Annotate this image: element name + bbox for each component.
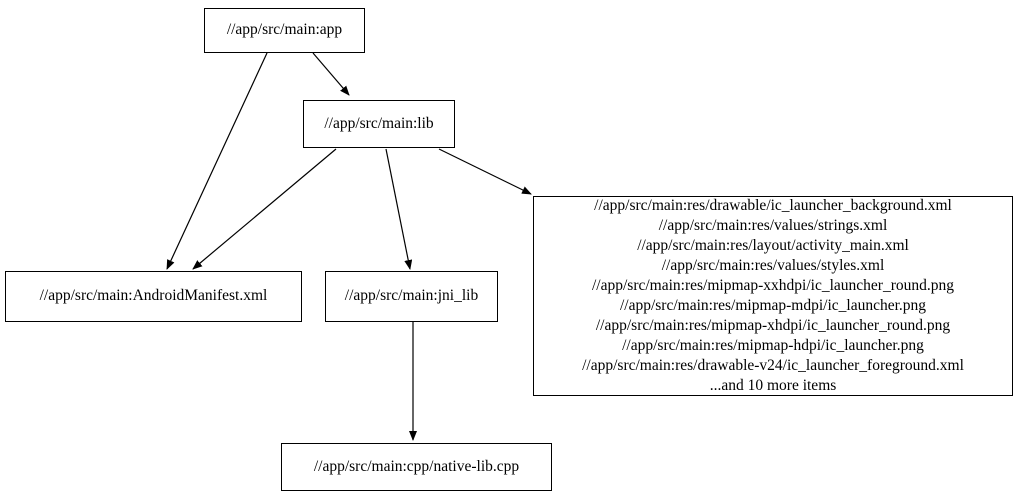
edge-lib-to-res — [438, 148, 532, 195]
node-jni-lib-label: //app/src/main:jni_lib — [344, 287, 479, 305]
node-lib-label: //app/src/main:lib — [324, 114, 434, 132]
res-file-line: //app/src/main:res/mipmap-xhdpi/ic_launc… — [595, 317, 951, 334]
node-app-label: //app/src/main:app — [226, 21, 343, 39]
res-file-line: //app/src/main:res/layout/activity_main.… — [637, 237, 909, 254]
res-file-line: //app/src/main:res/mipmap-xxhdpi/ic_laun… — [591, 277, 954, 294]
res-file-more-items: ...and 10 more items — [709, 377, 837, 394]
node-native-lib-cpp: //app/src/main:cpp/native-lib.cpp — [281, 443, 552, 491]
edge-app-to-lib — [312, 52, 350, 96]
edge-lib-to-jni-lib — [385, 148, 413, 270]
edge-lib-to-manifest — [192, 148, 337, 270]
res-file-line: //app/src/main:res/drawable/ic_launcher_… — [594, 197, 952, 214]
res-file-line: //app/src/main:res/drawable-v24/ic_launc… — [582, 357, 964, 374]
res-file-line: //app/src/main:res/values/strings.xml — [658, 217, 888, 234]
res-file-line: //app/src/main:res/values/styles.xml — [661, 257, 885, 274]
res-file-line: //app/src/main:res/mipmap-mdpi/ic_launch… — [619, 297, 927, 314]
node-native-lib-cpp-label: //app/src/main:cpp/native-lib.cpp — [313, 457, 520, 475]
node-lib: //app/src/main:lib — [303, 100, 455, 148]
node-app: //app/src/main:app — [204, 8, 365, 53]
node-android-manifest-label: //app/src/main:AndroidManifest.xml — [39, 287, 268, 305]
node-jni-lib: //app/src/main:jni_lib — [325, 271, 498, 322]
res-file-line: //app/src/main:res/mipmap-hdpi/ic_launch… — [622, 337, 924, 354]
node-android-manifest: //app/src/main:AndroidManifest.xml — [5, 271, 302, 322]
edge-app-to-manifest — [166, 52, 268, 270]
node-res-files: //app/src/main:res/drawable/ic_launcher_… — [533, 196, 1013, 396]
